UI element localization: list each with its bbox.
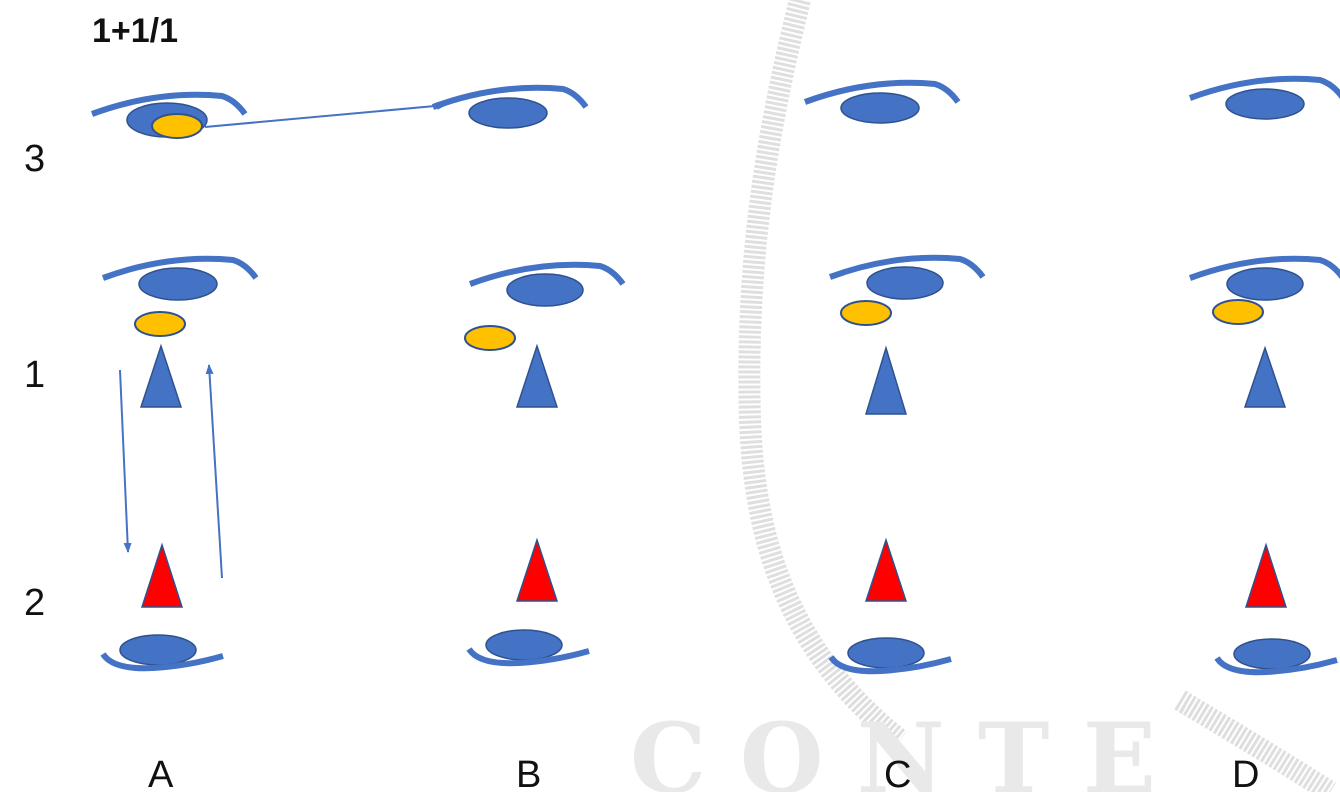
ball-icon	[151, 113, 203, 139]
diagram-title: 1+1/1	[92, 12, 179, 50]
player-icon	[119, 634, 197, 666]
column-label-b: B	[516, 754, 542, 796]
player-icon	[138, 267, 218, 301]
ball-icon	[134, 311, 186, 337]
player-arc-icon	[90, 91, 248, 117]
player-icon	[840, 92, 920, 124]
ball-icon	[464, 325, 516, 351]
watermark-text: C O N T E	[630, 702, 1156, 792]
watermark-arc-right	[1174, 690, 1336, 797]
watermark: C O N T E	[630, 0, 1336, 797]
cone-blue-icon	[864, 345, 908, 415]
player-arc-icon	[1188, 75, 1340, 101]
player-arc-icon	[1188, 255, 1340, 281]
watermark-arc	[738, 0, 907, 749]
cone-blue-icon	[515, 343, 559, 408]
cone-red-icon	[515, 537, 559, 602]
run-up-arrow	[205, 364, 223, 579]
row-label-2: 2	[24, 582, 46, 624]
ball-icon	[840, 300, 892, 326]
player-icon	[866, 266, 944, 300]
player-arc-icon	[431, 84, 589, 110]
player-icon	[1226, 267, 1304, 301]
column-label-d: D	[1232, 754, 1260, 796]
ball-icon	[1212, 299, 1264, 325]
cone-red-icon	[1244, 542, 1288, 608]
player-arc-icon	[828, 655, 952, 675]
player-arc-icon	[828, 254, 986, 280]
player-arc-icon	[803, 79, 961, 105]
player-arc-icon	[1214, 656, 1338, 676]
column-label-a: A	[148, 754, 174, 796]
column-label-c: C	[884, 754, 912, 796]
pass-arrow	[204, 101, 447, 128]
player-arc-icon	[468, 261, 626, 287]
player-arc-icon	[101, 255, 259, 281]
player-icon	[506, 273, 584, 307]
player-arc-icon	[100, 652, 224, 672]
player-icon	[1225, 88, 1305, 120]
cone-blue-icon	[1243, 345, 1287, 408]
row-label-1: 1	[24, 354, 46, 396]
cone-red-icon	[864, 537, 908, 602]
cone-blue-icon	[139, 343, 183, 408]
player-icon	[1233, 638, 1311, 670]
run-down-arrow	[119, 369, 132, 553]
player-icon	[468, 97, 548, 129]
player-icon	[847, 637, 925, 669]
cone-red-icon	[140, 542, 184, 608]
row-label-3: 3	[24, 138, 46, 180]
player-icon	[485, 629, 563, 661]
player-arc-icon	[466, 647, 590, 667]
